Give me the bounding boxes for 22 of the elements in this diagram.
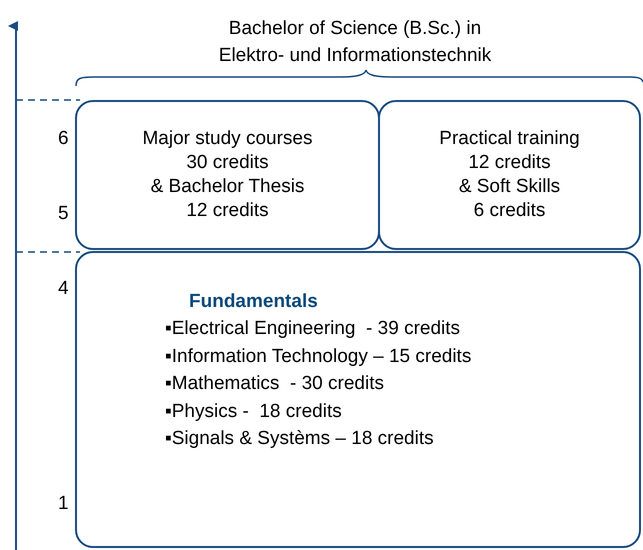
bullet-item: ▪Electrical Engineering - 39 credits [165, 317, 460, 341]
bullet-item: ▪Physics - 18 credits [165, 400, 342, 424]
bullet-item: ▪Signals & Systèms – 18 credits [165, 427, 434, 451]
box-text: Major study courses [142, 127, 312, 151]
rounded-box [378, 100, 641, 250]
axis-label: 6 [58, 128, 69, 150]
box-text: Practical training [439, 127, 580, 151]
diagram-title: Bachelor of Science (B.Sc.) in Elektro- und Informationstechnik [218, 17, 492, 68]
box-text: & Bachelor Thesis [150, 175, 304, 199]
section-heading: Fundamentals [189, 290, 318, 314]
bullet-item: ▪Mathematics - 30 credits [165, 372, 384, 396]
axis-label: 5 [58, 203, 69, 225]
box-text: 6 credits [474, 199, 546, 223]
bullet-item: ▪Information Technology – 15 credits [165, 344, 472, 368]
rounded-box [75, 251, 641, 548]
axis-label: 1 [58, 493, 69, 515]
rounded-box [75, 100, 380, 250]
axis-label: 4 [58, 278, 69, 300]
box-text: 12 credits [468, 151, 551, 175]
box-text: & Soft Skills [458, 175, 560, 199]
box-text: 30 credits [186, 151, 269, 175]
box-text: 12 credits [186, 199, 269, 223]
